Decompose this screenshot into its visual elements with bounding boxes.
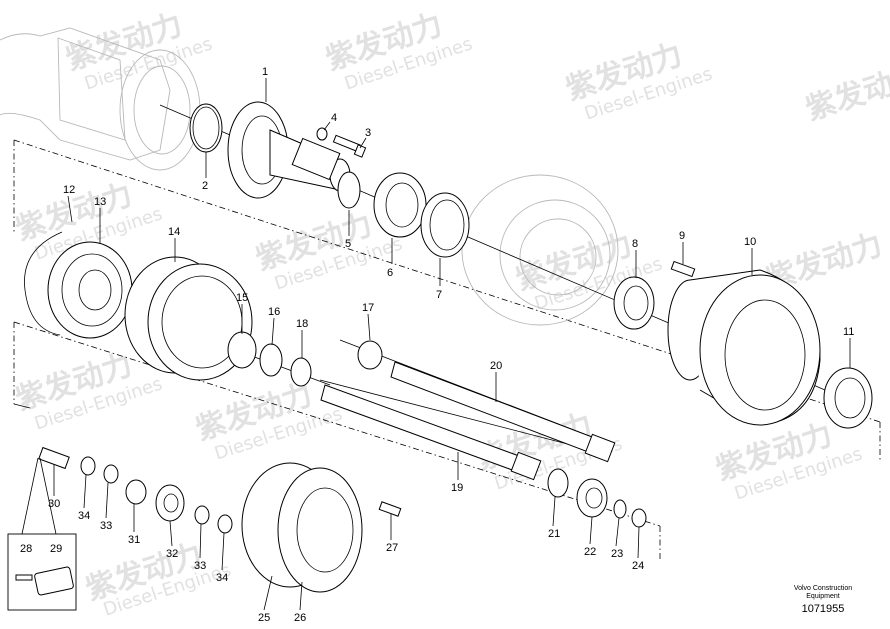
watermark: 紫发动力 Diesel-Engines (562, 37, 715, 124)
company-line-1: Volvo Construction (794, 585, 852, 592)
company-line-2: Equipment (806, 593, 840, 600)
label-4: 4 (331, 112, 337, 124)
label-5: 5 (345, 238, 351, 250)
label-28: 28 (20, 543, 32, 555)
label-33-a: 33 (100, 520, 112, 532)
watermark: 紫发动力 Diesel-Engines (62, 7, 215, 94)
part-23-circlip (613, 499, 627, 519)
watermark: 紫发动力 (802, 57, 890, 127)
label-2: 2 (202, 180, 208, 192)
label-1: 1 (262, 66, 268, 78)
part-27-bolt (378, 501, 402, 517)
inset-box (7, 457, 77, 611)
brake-drum-ghost (461, 174, 619, 326)
part-33-washer-a (103, 464, 119, 484)
part-7-seal (420, 192, 470, 258)
label-31: 31 (128, 534, 140, 546)
part-22-gear (576, 478, 608, 518)
label-32: 32 (166, 548, 178, 560)
label-15: 15 (236, 292, 248, 304)
drawing-number: 1071955 (802, 603, 845, 615)
part-6-bearing (373, 172, 427, 238)
label-11: 11 (843, 326, 854, 338)
label-24: 24 (632, 560, 644, 572)
label-14: 14 (168, 226, 180, 238)
label-27: 27 (386, 542, 398, 554)
part-9-bolt (670, 260, 696, 278)
part-4-washer (316, 127, 328, 141)
label-19: 19 (451, 482, 463, 494)
label-9: 9 (679, 230, 685, 242)
part-2-o-ring (189, 103, 223, 153)
part-26-cover (277, 467, 363, 593)
label-6: 6 (387, 267, 393, 279)
footer-block: Volvo Construction Equipment 1071955 (794, 585, 852, 615)
watermark: 紫发动力 Diesel-Engines (192, 377, 345, 464)
label-29: 29 (50, 543, 62, 555)
part-18-circlip (290, 357, 312, 387)
part-labels: 1 2 3 4 5 6 7 8 9 10 11 12 13 14 15 16 1… (20, 66, 854, 624)
label-23: 23 (611, 548, 623, 560)
label-33-b: 33 (194, 560, 206, 572)
watermark: 紫发动力 Diesel-Engines (82, 537, 234, 620)
leader-lines (53, 78, 851, 611)
label-13: 13 (94, 196, 106, 208)
part-12-circlip (24, 231, 63, 336)
part-8-bearing (613, 276, 655, 330)
label-18: 18 (296, 318, 308, 330)
part-17-ring (357, 340, 383, 370)
label-17: 17 (362, 302, 374, 314)
part-13-gear-carrier (47, 241, 133, 339)
label-22: 22 (584, 546, 596, 558)
part-15-bearing (227, 331, 257, 369)
part-3-bolt (332, 134, 367, 158)
part-29-plate (34, 566, 74, 596)
part-30-pin (38, 446, 70, 470)
watermark: 紫发动力 Diesel-Engines (322, 7, 475, 94)
watermark-cn: 紫发动力 (802, 57, 890, 127)
part-31-bearing (125, 479, 147, 505)
label-8: 8 (632, 238, 638, 250)
label-25: 25 (258, 612, 270, 624)
label-7: 7 (436, 289, 442, 301)
part-20-drive-shaft (390, 361, 616, 463)
label-10: 10 (744, 236, 756, 248)
label-3: 3 (365, 127, 371, 139)
part-5-circlip (337, 171, 361, 209)
label-34-a: 34 (78, 510, 90, 522)
label-12: 12 (63, 184, 75, 196)
label-20: 20 (490, 360, 502, 372)
part-11-bearing (823, 367, 873, 429)
part-33-washer-b (194, 505, 210, 525)
label-16: 16 (268, 306, 280, 318)
part-10-wheel-hub (667, 269, 821, 426)
part-14-ring-gear (124, 256, 253, 381)
label-30: 30 (48, 498, 60, 510)
label-26: 26 (294, 612, 306, 624)
part-16-washer (259, 343, 283, 377)
part-34-washer-a (80, 456, 96, 476)
part-32-planet-gear (155, 484, 185, 522)
label-34-b: 34 (216, 572, 228, 584)
part-34-washer-b (217, 514, 233, 534)
part-19-drive-shaft (320, 384, 542, 481)
label-21: 21 (548, 528, 560, 540)
part-24-bushing (631, 508, 647, 528)
part-21-washer (547, 468, 569, 498)
part-1-spindle (227, 101, 351, 199)
part-28-screw (15, 574, 33, 581)
